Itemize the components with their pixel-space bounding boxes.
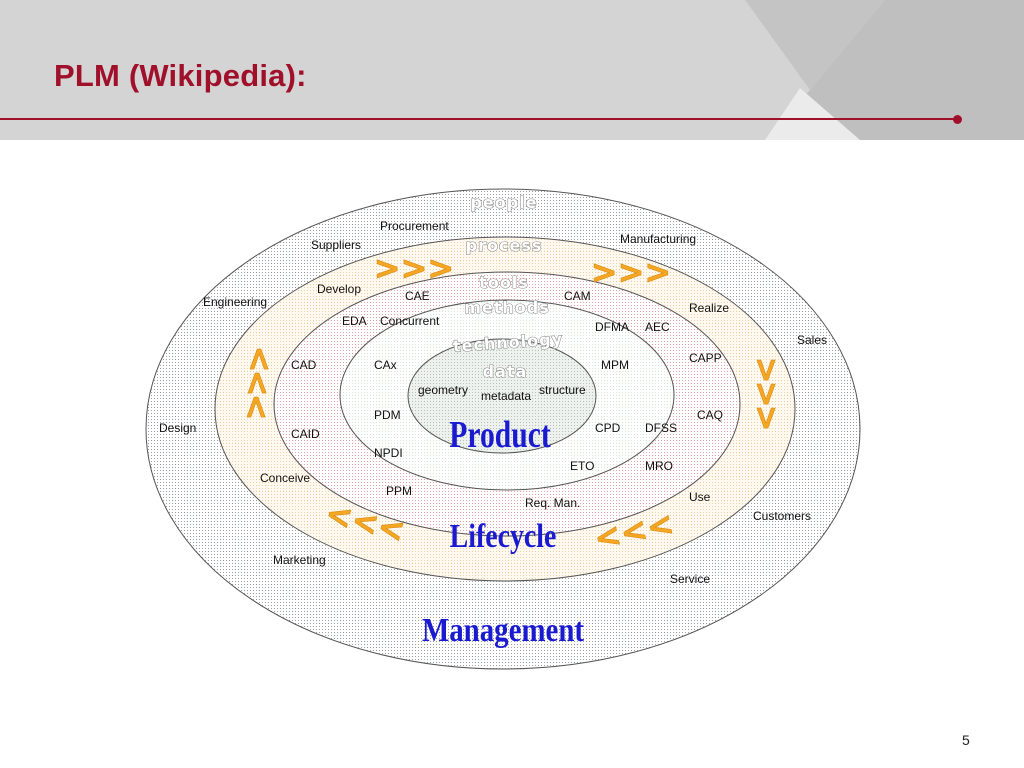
header-decoration bbox=[745, 0, 1024, 140]
label-use: Use bbox=[689, 490, 711, 504]
label-customers: Customers bbox=[753, 509, 811, 523]
label-engineering: Engineering bbox=[203, 295, 267, 309]
label-concurrent: Concurrent bbox=[380, 314, 440, 328]
label-structure: structure bbox=[539, 383, 586, 397]
label-cam: CAM bbox=[564, 289, 591, 303]
label-conceive: Conceive bbox=[260, 471, 310, 485]
label-cax: CAx bbox=[374, 358, 397, 372]
ring-title-data: data bbox=[483, 362, 528, 381]
label-dfss: DFSS bbox=[645, 421, 677, 435]
label-sales: Sales bbox=[797, 333, 827, 347]
arrow-left-2: < bbox=[239, 370, 277, 397]
title-rule bbox=[0, 118, 956, 120]
label-service: Service bbox=[670, 572, 710, 586]
management-word: Management bbox=[422, 611, 585, 649]
label-realize: Realize bbox=[689, 301, 729, 315]
arrow-right-3: > bbox=[748, 405, 786, 432]
arrow-right-1: > bbox=[748, 357, 786, 384]
label-suppliers: Suppliers bbox=[311, 238, 361, 252]
label-manufacturing: Manufacturing bbox=[620, 232, 696, 246]
label-caq: CAQ bbox=[697, 408, 723, 422]
label-eto: ETO bbox=[570, 459, 594, 473]
plm-diagram: people process tools methods technology … bbox=[145, 188, 861, 670]
label-capp: CAPP bbox=[689, 351, 722, 365]
label-procurement: Procurement bbox=[380, 219, 449, 233]
label-mpm: MPM bbox=[601, 358, 629, 372]
diagram-panel: people process tools methods technology … bbox=[127, 140, 884, 700]
label-ppm: PPM bbox=[386, 484, 412, 498]
product-word: Product bbox=[449, 415, 551, 456]
label-mro: MRO bbox=[645, 459, 673, 473]
ring-title-tools: tools bbox=[479, 273, 529, 292]
arrow-right-2: > bbox=[748, 381, 786, 408]
ring-title-process: process bbox=[466, 236, 543, 255]
label-pdm: PDM bbox=[374, 408, 401, 422]
label-eda: EDA bbox=[342, 314, 367, 328]
title-rule-dot bbox=[953, 115, 962, 124]
ring-title-people: people bbox=[470, 193, 537, 212]
label-caid: CAID bbox=[291, 427, 320, 441]
ring-data bbox=[407, 338, 597, 454]
arrow-top-left: >>> bbox=[374, 249, 454, 287]
label-npdi: NPDI bbox=[374, 446, 403, 460]
label-aec: AEC bbox=[645, 320, 670, 334]
label-geometry: geometry bbox=[418, 383, 468, 397]
lifecycle-word: Lifecycle bbox=[450, 516, 557, 554]
arrow-top-right: >>> bbox=[591, 253, 671, 291]
label-cad: CAD bbox=[291, 358, 317, 372]
arrow-left-3: < bbox=[238, 394, 276, 421]
ring-title-methods: methods bbox=[464, 298, 550, 317]
slide-title: PLM (Wikipedia): bbox=[54, 58, 307, 93]
page-number: 5 bbox=[962, 732, 970, 748]
label-develop: Develop bbox=[317, 282, 361, 296]
label-cae: CAE bbox=[405, 289, 430, 303]
label-cpd: CPD bbox=[595, 421, 621, 435]
label-metadata: metadata bbox=[481, 389, 531, 403]
label-design: Design bbox=[159, 421, 196, 435]
label-dfma: DFMA bbox=[595, 320, 629, 334]
label-marketing: Marketing bbox=[273, 553, 326, 567]
arrow-left-1: < bbox=[241, 346, 279, 373]
label-req-man: Req. Man. bbox=[525, 496, 580, 510]
